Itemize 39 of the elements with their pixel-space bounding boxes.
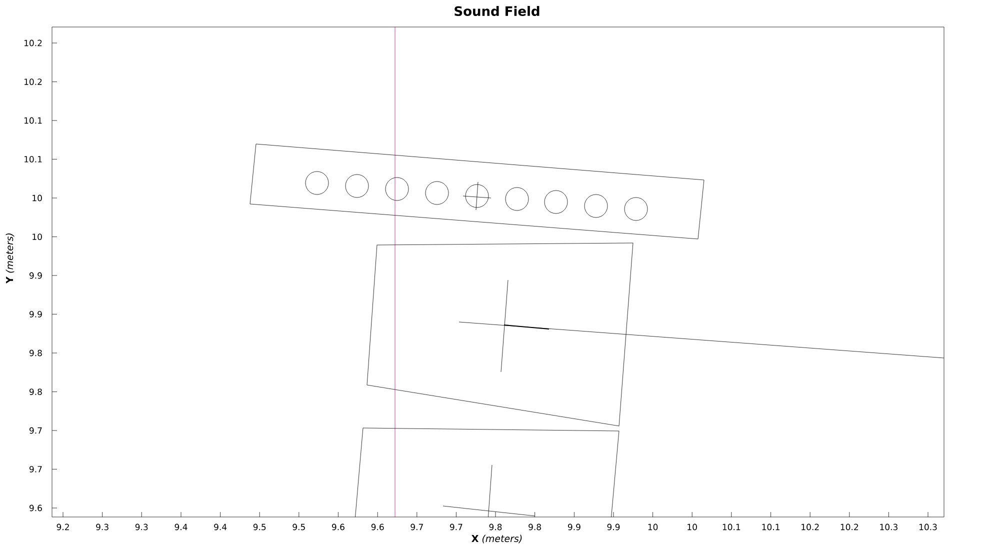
tick-label: 9.9: [30, 272, 42, 279]
tick-label: 9.8: [528, 524, 541, 530]
tick-label: 9.8: [30, 350, 42, 356]
tick-label: 9.8: [30, 388, 42, 396]
axis-label: X (meters): [472, 534, 522, 544]
tick-label: 9.8: [489, 524, 502, 530]
tick-label: 10.2: [840, 524, 858, 530]
tick-label: 10.1: [24, 156, 42, 162]
tick-label: 10.2: [802, 524, 819, 530]
tick-label: 10: [32, 194, 42, 202]
tick-label: 9.9: [607, 524, 620, 530]
tick-label: 10.1: [722, 524, 740, 530]
tick-label: 10: [32, 234, 42, 240]
tick-label: 9.9: [568, 524, 580, 530]
tick-label: 9.4: [174, 524, 188, 530]
tick-label: 10.1: [24, 117, 42, 124]
tick-label: 9.7: [410, 524, 423, 530]
tick-label: 9.6: [371, 524, 384, 530]
tick-label: 9.5: [253, 524, 266, 530]
tick-label: 9.7: [30, 427, 42, 434]
tick-label: 9.7: [30, 466, 42, 472]
tick-label: 10.1: [762, 524, 780, 530]
chart-title: Sound Field: [454, 6, 540, 16]
tick-label: 10.2: [24, 78, 42, 86]
tick-label: 10.2: [24, 40, 42, 46]
tick-label: 9.6: [332, 524, 344, 530]
tick-label: 9.3: [135, 524, 148, 530]
axis-label: Y (meters): [6, 234, 14, 284]
tick-label: 9.5: [292, 524, 305, 530]
tick-label: 10.3: [880, 524, 898, 530]
tick-label: 9.2: [56, 524, 69, 530]
tick-label: 9.6: [30, 504, 42, 512]
tick-label: 10: [648, 524, 658, 530]
tick-label: 9.9: [30, 310, 42, 318]
tick-label: 10.3: [919, 524, 937, 530]
tick-label: 9.4: [214, 524, 227, 530]
tick-label: 9.3: [96, 524, 108, 530]
tick-label: 9.7: [450, 524, 462, 530]
tick-label: 10: [688, 524, 697, 530]
